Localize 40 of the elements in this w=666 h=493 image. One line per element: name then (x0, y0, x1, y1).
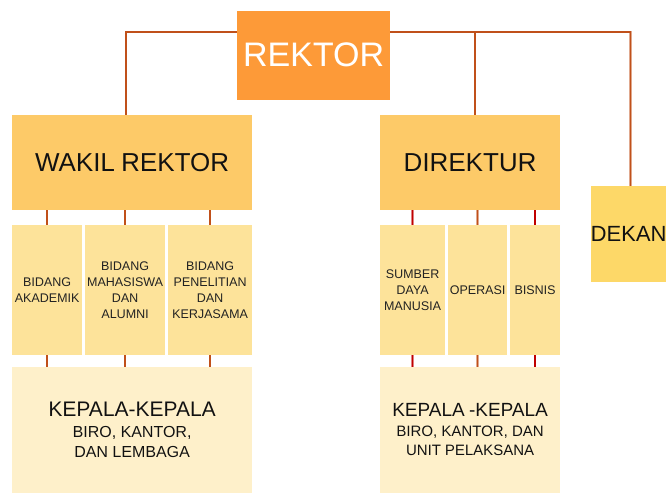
unit-label: SUMBER DAYA MANUSIA (383, 266, 442, 314)
heads-title: KEPALA -KEPALA (392, 399, 548, 424)
unit-box (168, 225, 252, 355)
connector-line (476, 210, 478, 225)
unit-label: OPERASI (450, 282, 506, 298)
connector-line (209, 210, 211, 225)
heads-subtitle: BIRO, KANTOR, DAN LEMBAGA (72, 423, 192, 464)
position-box (380, 115, 560, 210)
connector-line (476, 355, 478, 367)
position-title: REKTOR (242, 35, 384, 76)
connector-line (46, 355, 48, 367)
heads-box (12, 367, 252, 493)
connector-line (534, 355, 536, 367)
connector-line (209, 355, 211, 367)
heads-title: KEPALA-KEPALA (48, 396, 216, 423)
unit-box (85, 225, 165, 355)
unit-label: BIDANG AKADEMIK (14, 274, 80, 306)
unit-box (12, 225, 82, 355)
unit-box (380, 225, 445, 355)
unit-label: BIDANG MAHASISWA DAN ALUMNI (87, 258, 163, 322)
position-title: WAKIL REKTOR (34, 146, 230, 179)
connector-line (124, 210, 126, 225)
position-title: DEKAN (590, 220, 666, 248)
connector-line (46, 210, 48, 225)
connector-line (412, 210, 414, 225)
unit-box (448, 225, 507, 355)
position-title: DIREKTUR (404, 146, 536, 179)
connector-line (534, 210, 536, 225)
position-box (591, 186, 666, 282)
connector-line (390, 31, 632, 186)
connector-line (125, 31, 237, 115)
top-position-box (237, 11, 390, 100)
unit-label: BISNIS (514, 282, 556, 298)
connector-line (124, 355, 126, 367)
position-box (12, 115, 252, 210)
unit-box (510, 225, 560, 355)
connector-line (412, 355, 414, 367)
heads-box (380, 367, 560, 493)
heads-subtitle: BIRO, KANTOR, DAN UNIT PELAKSANA (395, 423, 545, 461)
unit-label: BIDANG PENELITIAN DAN KERJASAMA (171, 258, 249, 322)
